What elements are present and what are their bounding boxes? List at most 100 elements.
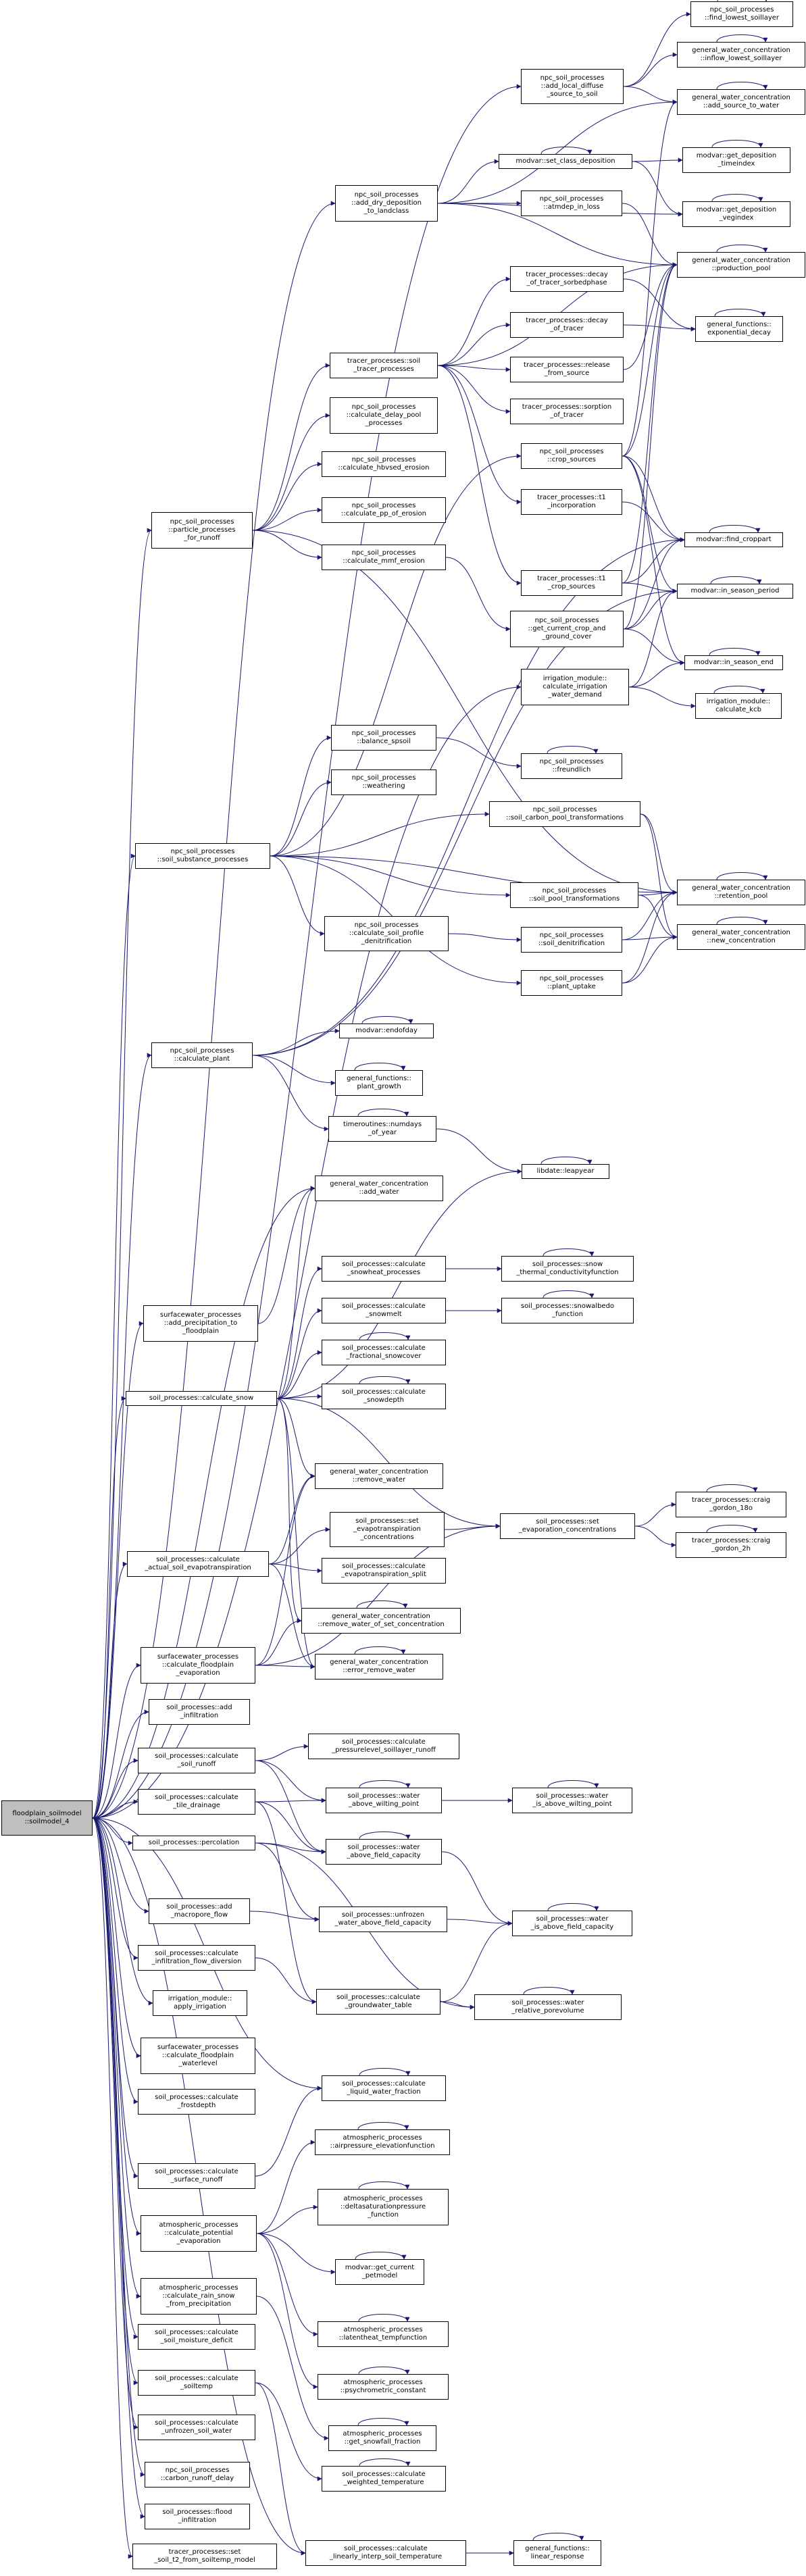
graph-node-n18[interactable]: npc_soil_processes ::calculate_hbvsed_er… [322, 451, 446, 477]
graph-node-n94[interactable]: atmospheric_processes ::get_snowfall_fra… [328, 2425, 436, 2451]
graph-node-n97[interactable]: npc_soil_processes ::carbon_runoff_delay [145, 2462, 250, 2487]
graph-node-n75[interactable]: soil_processes::unfrozen _water_above_fi… [319, 1906, 447, 1932]
graph-node-n70[interactable]: soil_processes::water _above_wilting_poi… [326, 1788, 442, 1813]
graph-node-n93[interactable]: soil_processes::calculate _soiltemp [138, 2370, 255, 2396]
graph-node-n43[interactable]: npc_soil_processes ::calculate_plant [151, 1042, 253, 1068]
graph-node-n99[interactable]: soil_processes::calculate _linearly_inte… [305, 2540, 466, 2566]
graph-node-n12[interactable]: general_functions:: exponential_decay [695, 316, 783, 342]
graph-node-n54[interactable]: soil_processes::calculate_snow [126, 1391, 277, 1406]
graph-node-n45[interactable]: timeroutines::numdays _of_year [328, 1116, 436, 1142]
graph-node-n31[interactable]: npc_soil_processes ::balance_spsoil [331, 725, 436, 751]
graph-node-n63[interactable]: general_water_concentration ::remove_wat… [301, 1608, 461, 1634]
graph-node-n53[interactable]: soil_processes::calculate _fractional_sn… [322, 1340, 446, 1365]
graph-node-n89[interactable]: atmospheric_processes ::calculate_rain_s… [141, 2278, 257, 2315]
graph-node-n96[interactable]: soil_processes::calculate _weighted_temp… [322, 2466, 446, 2492]
graph-node-n28[interactable]: modvar::in_season_end [684, 655, 783, 670]
graph-node-n58[interactable]: soil_processes::set _evaporation_concent… [500, 1513, 635, 1539]
graph-node-n36[interactable]: npc_soil_processes ::soil_pool_transform… [510, 882, 638, 908]
graph-node-n32[interactable]: npc_soil_processes ::freundlich [521, 753, 622, 779]
graph-node-n65[interactable]: general_water_concentration ::error_remo… [315, 1654, 443, 1680]
graph-node-n20[interactable]: npc_soil_processes ::particle_processes … [151, 512, 253, 549]
graph-node-n73[interactable]: soil_processes::water _above_field_capac… [326, 1839, 442, 1865]
graph-node-n47[interactable]: libdate::leapyear [522, 1164, 609, 1179]
graph-node-n30[interactable]: irrigation_module:: calculate_kcb [695, 693, 782, 719]
graph-node-n100[interactable]: general_functions:: linear_response [513, 2540, 601, 2566]
graph-node-n98[interactable]: soil_processes::flood _infiltration [145, 2504, 250, 2529]
graph-node-n1[interactable]: npc_soil_processes ::find_lowest_soillay… [690, 1, 793, 27]
graph-node-n5[interactable]: modvar::set_class_deposition [499, 154, 632, 169]
graph-node-n81[interactable]: surfacewater_processes ::calculate_flood… [141, 2038, 255, 2074]
graph-node-n57[interactable]: soil_processes::set _evapotranspiration … [330, 1512, 445, 1547]
graph-node-n66[interactable]: soil_processes::add _infiltration [149, 1699, 250, 1725]
graph-node-n7[interactable]: npc_soil_processes ::add_dry_deposition … [335, 185, 438, 222]
graph-node-n68[interactable]: soil_processes::calculate _soil_runoff [138, 1748, 255, 1773]
graph-node-n71[interactable]: soil_processes::water _is_above_wilting_… [512, 1788, 632, 1813]
graph-node-n62[interactable]: tracer_processes::craig _gordon_2h [676, 1532, 786, 1558]
graph-node-n91[interactable]: soil_processes::calculate _soil_moisture… [138, 2324, 255, 2350]
graph-node-n3[interactable]: npc_soil_processes ::add_local_diffuse _… [521, 69, 624, 104]
graph-node-n82[interactable]: soil_processes::calculate _frostdepth [138, 2089, 255, 2115]
graph-node-n86[interactable]: atmospheric_processes ::deltasaturationp… [318, 2189, 449, 2225]
graph-node-root[interactable]: floodplain_soilmodel ::soilmodel_4 [1, 1800, 93, 1836]
graph-node-n25[interactable]: tracer_processes::t1 _crop_sources [521, 570, 622, 596]
graph-node-n42[interactable]: modvar::endofday [339, 1024, 434, 1038]
graph-node-n19[interactable]: npc_soil_processes ::calculate_pp_of_ero… [322, 497, 446, 523]
graph-node-n14[interactable]: tracer_processes::soil _tracer_processes [330, 353, 438, 378]
graph-node-n88[interactable]: modvar::get_current _petmodel [335, 2259, 424, 2285]
graph-node-n64[interactable]: surfacewater_processes ::calculate_flood… [141, 1647, 255, 1684]
graph-node-n9[interactable]: modvar::get_deposition _vegindex [682, 201, 790, 227]
graph-node-n22[interactable]: npc_soil_processes ::crop_sources [521, 443, 622, 469]
graph-node-n33[interactable]: npc_soil_processes ::weathering [331, 769, 436, 795]
graph-node-n23[interactable]: tracer_processes::t1 _incorporation [521, 489, 622, 515]
graph-node-n51[interactable]: soil_processes::calculate _snowmelt [322, 1298, 446, 1323]
graph-node-n78[interactable]: irrigation_module:: apply_irrigation [153, 1990, 247, 2016]
graph-node-n39[interactable]: npc_soil_processes ::soil_denitrificatio… [521, 927, 622, 953]
graph-node-n13[interactable]: tracer_processes::decay _of_tracer [510, 312, 624, 338]
graph-node-n10[interactable]: general_water_concentration ::production… [677, 252, 805, 278]
graph-node-n85[interactable]: soil_processes::calculate _surface_runof… [138, 2163, 255, 2189]
graph-node-n15[interactable]: tracer_processes::release _from_source [510, 357, 624, 382]
graph-node-n34[interactable]: npc_soil_processes ::soil_carbon_pool_tr… [489, 801, 640, 827]
graph-node-n11[interactable]: tracer_processes::decay _of_tracer_sorbe… [510, 266, 624, 292]
graph-node-n35[interactable]: npc_soil_processes ::soil_substance_proc… [135, 843, 270, 869]
graph-node-n90[interactable]: atmospheric_processes ::latentheat_tempf… [318, 2321, 449, 2347]
graph-node-n87[interactable]: atmospheric_processes ::calculate_potent… [141, 2215, 257, 2252]
graph-node-n46[interactable]: general_water_concentration ::add_water [315, 1176, 443, 1201]
graph-node-n37[interactable]: general_water_concentration ::retention_… [677, 880, 805, 905]
graph-node-n77[interactable]: soil_processes::calculate _infiltration_… [138, 1945, 255, 1971]
graph-node-n44[interactable]: general_functions:: plant_growth [335, 1070, 423, 1096]
graph-node-n21[interactable]: npc_soil_processes ::calculate_mmf_erosi… [322, 545, 446, 570]
graph-node-n67[interactable]: soil_processes::calculate _pressurelevel… [308, 1734, 459, 1759]
graph-node-n27[interactable]: npc_soil_processes ::get_current_crop_an… [510, 611, 624, 647]
graph-node-n79[interactable]: soil_processes::calculate _groundwater_t… [316, 1989, 440, 2015]
graph-node-n17[interactable]: npc_soil_processes ::calculate_delay_poo… [330, 397, 438, 434]
graph-node-n52[interactable]: soil_processes::snowalbedo _function [501, 1298, 634, 1323]
graph-node-n24[interactable]: modvar::find_croppart [684, 532, 783, 547]
graph-node-n6[interactable]: modvar::get_deposition _timeindex [682, 147, 790, 173]
graph-node-n8[interactable]: npc_soil_processes ::atmdep_in_loss [521, 191, 622, 216]
graph-node-n48[interactable]: soil_processes::calculate _snowheat_proc… [322, 1256, 446, 1282]
graph-node-n50[interactable]: surfacewater_processes ::add_precipitati… [143, 1305, 258, 1342]
graph-node-n61[interactable]: soil_processes::calculate _evapotranspir… [322, 1558, 446, 1584]
graph-node-n101[interactable]: tracer_processes::set _soil_t2_from_soil… [132, 2544, 277, 2569]
graph-node-n29[interactable]: irrigation_module:: calculate_irrigation… [521, 669, 629, 705]
graph-node-n69[interactable]: soil_processes::calculate _tile_drainage [138, 1789, 255, 1815]
graph-node-n83[interactable]: soil_processes::calculate _liquid_water_… [322, 2075, 446, 2101]
graph-node-n72[interactable]: soil_processes::percolation [132, 1836, 255, 1850]
graph-node-n55[interactable]: soil_processes::calculate _snowdepth [322, 1384, 446, 1409]
graph-node-n56[interactable]: general_water_concentration ::remove_wat… [315, 1463, 443, 1489]
graph-node-n4[interactable]: general_water_concentration ::add_source… [677, 89, 805, 115]
graph-node-n84[interactable]: atmospheric_processes ::airpressure_elev… [315, 2129, 450, 2155]
graph-node-n76[interactable]: soil_processes::water _is_above_field_ca… [512, 1911, 632, 1936]
graph-node-n80[interactable]: soil_processes::water _relative_porevolu… [474, 1994, 622, 2020]
graph-node-n40[interactable]: general_water_concentration ::new_concen… [677, 924, 805, 950]
graph-node-n49[interactable]: soil_processes::snow _thermal_conductivi… [501, 1256, 634, 1282]
graph-node-n16[interactable]: tracer_processes::sorption _of_tracer [510, 399, 624, 424]
graph-node-n74[interactable]: soil_processes::add _macropore_flow [149, 1898, 250, 1924]
graph-node-n2[interactable]: general_water_concentration ::inflow_low… [677, 42, 805, 68]
graph-node-n60[interactable]: soil_processes::calculate _actual_soil_e… [127, 1551, 269, 1577]
graph-node-n92[interactable]: atmospheric_processes ::psychrometric_co… [318, 2374, 449, 2400]
graph-node-n26[interactable]: modvar::in_season_period [677, 584, 793, 599]
graph-node-n95[interactable]: soil_processes::calculate _unfrozen_soil… [138, 2415, 255, 2440]
graph-node-n41[interactable]: npc_soil_processes ::plant_uptake [521, 970, 622, 996]
